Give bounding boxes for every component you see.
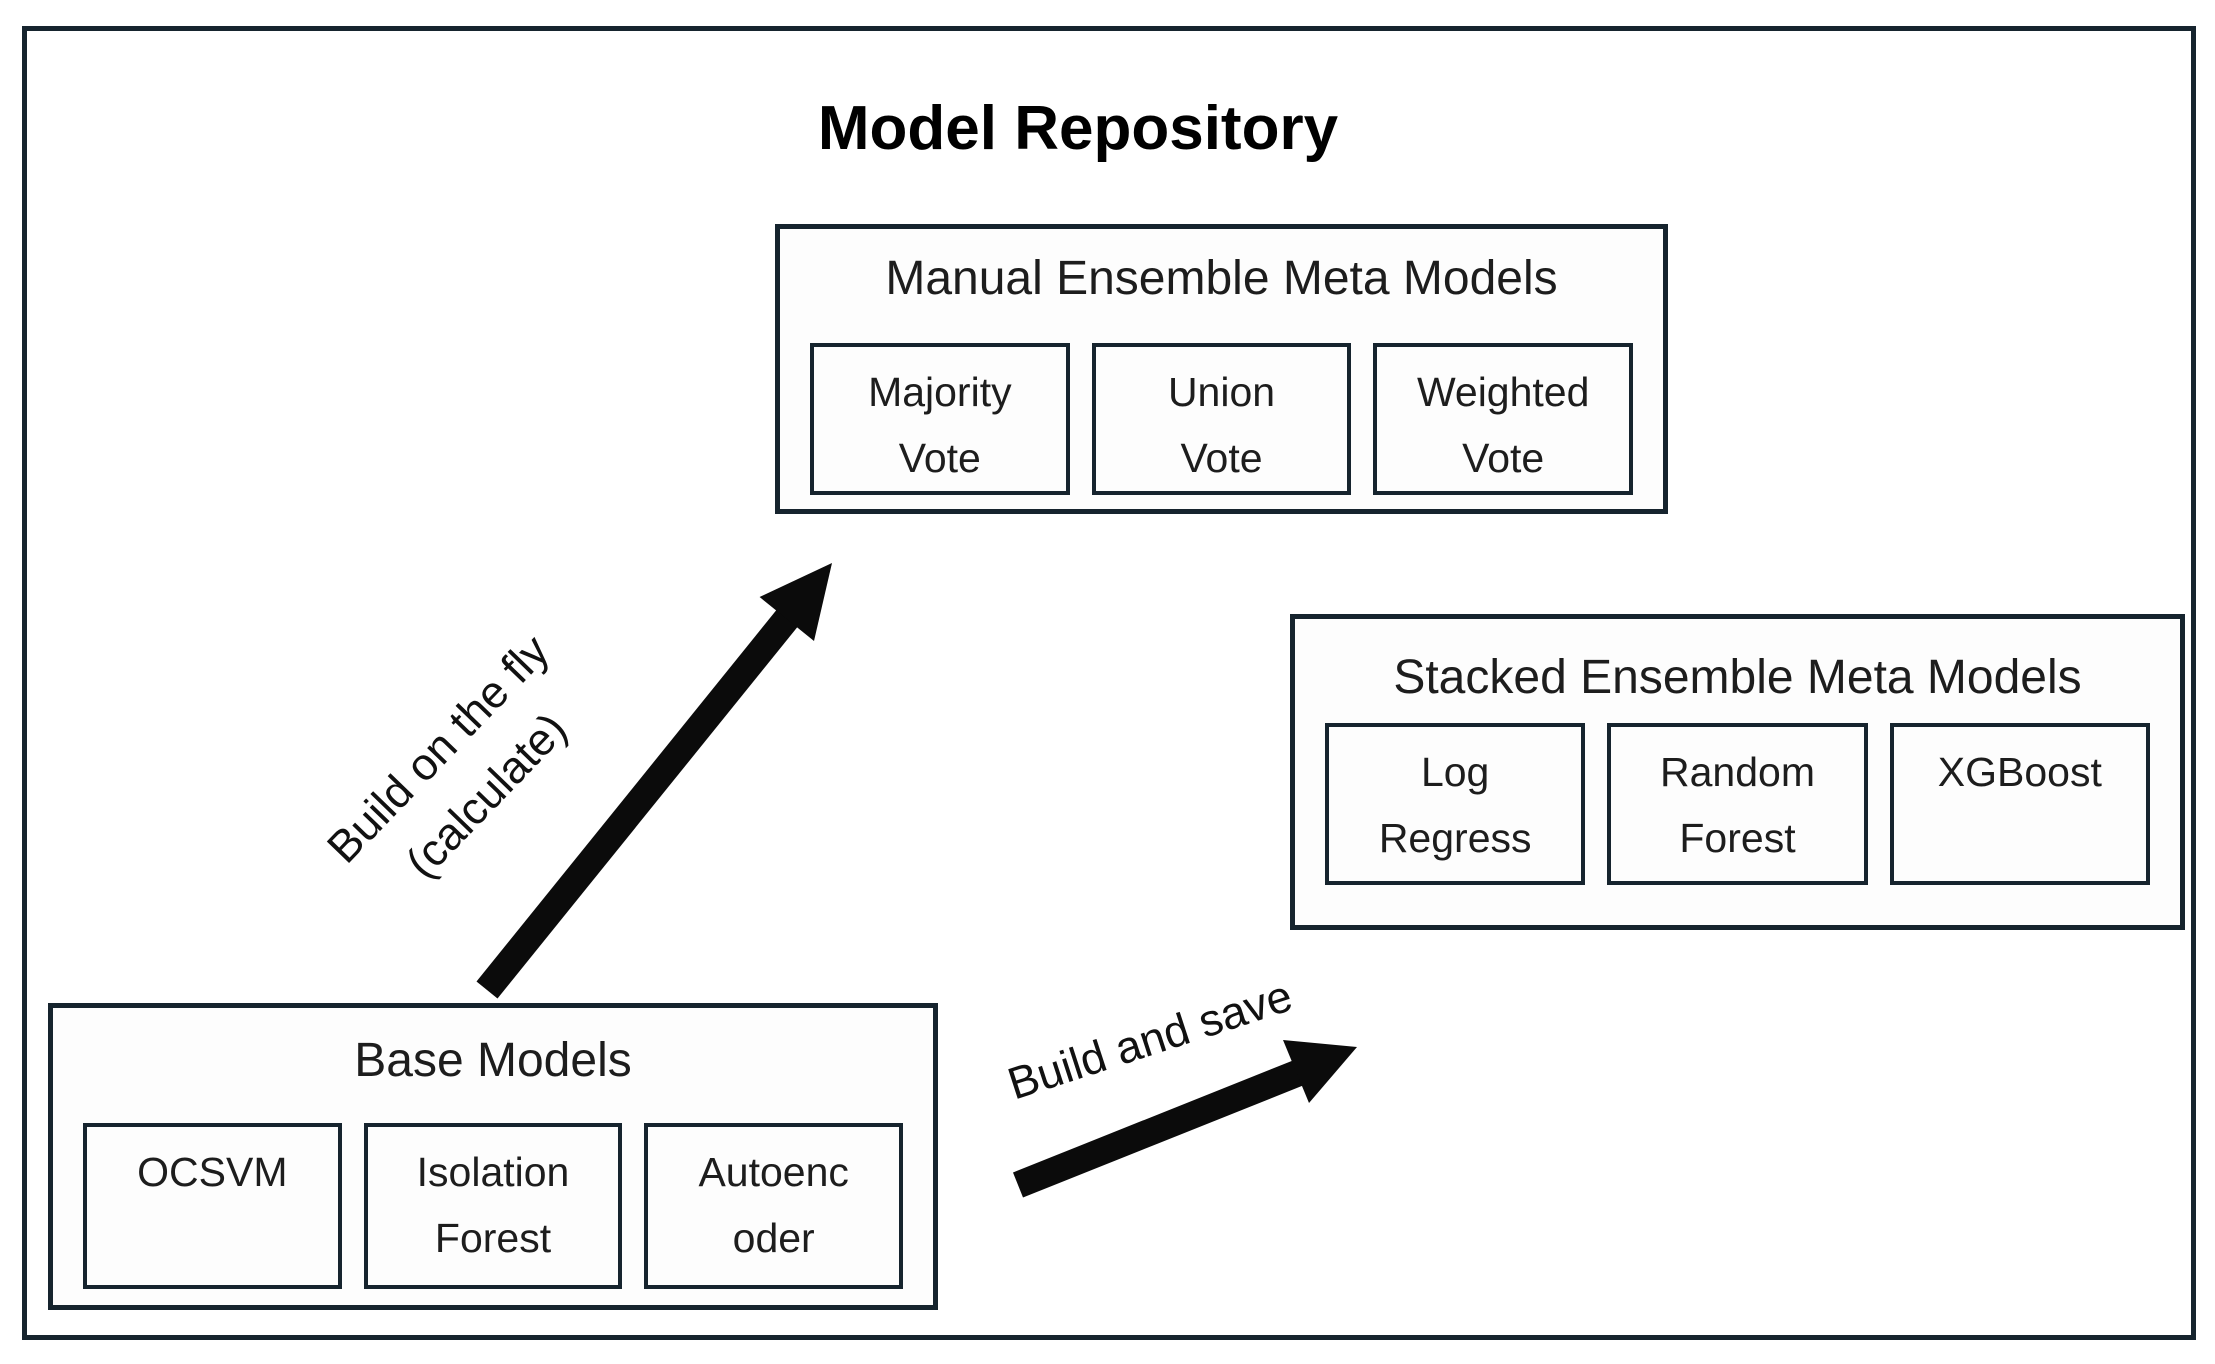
group-title-base-models: Base Models [354, 1034, 632, 1087]
stacked-ensemble-items-row: Log Regress Random Forest XGBoost [1325, 723, 2150, 885]
model-box-log-regress: Log Regress [1325, 723, 1586, 885]
model-box-weighted-vote: Weighted Vote [1373, 343, 1634, 495]
model-box-autoencoder: Autoenc oder [644, 1123, 904, 1289]
model-box-xgboost: XGBoost [1889, 723, 2150, 885]
manual-ensemble-items-row: Majority Vote Union Vote Weighted Vote [810, 343, 1634, 495]
model-box-ocsvm: OCSVM [83, 1123, 342, 1289]
diagram-title: Model Repository [817, 94, 1339, 163]
base-models-items-row: OCSVM Isolation Forest Autoenc oder [83, 1123, 904, 1289]
group-title-manual-ensemble: Manual Ensemble Meta Models [885, 252, 1558, 305]
group-title-stacked-ensemble: Stacked Ensemble Meta Models [1393, 651, 2082, 704]
group-stacked-ensemble: Stacked Ensemble Meta Models Log Regress… [1290, 614, 2185, 930]
model-box-majority-vote: Majority Vote [810, 343, 1070, 495]
model-box-random-forest: Random Forest [1607, 723, 1868, 885]
model-box-union-vote: Union Vote [1091, 343, 1352, 495]
model-box-isolation-forest: Isolation Forest [363, 1123, 623, 1289]
group-base-models: Base Models OCSVM Isolation Forest Autoe… [48, 1003, 938, 1310]
group-manual-ensemble: Manual Ensemble Meta Models Majority Vot… [775, 224, 1668, 514]
